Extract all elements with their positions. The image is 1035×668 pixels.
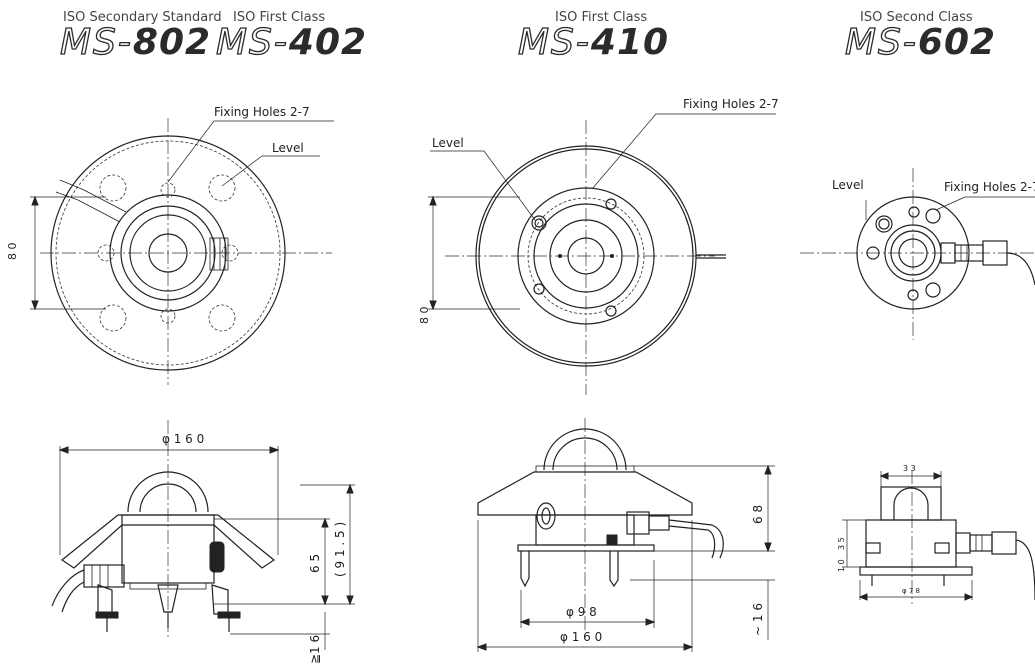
model-ms802: MS-802 <box>59 21 212 63</box>
dim-65: 6 5 <box>308 554 322 573</box>
model-ms602: MS-602 <box>844 21 997 63</box>
ms602-top-view <box>800 168 1035 340</box>
ms602-side-view <box>842 470 1035 604</box>
dim-phi160-1: φ 1 6 0 <box>162 432 204 446</box>
fixing-holes-label-2: Fixing Holes 2-7 <box>683 97 779 111</box>
dim-phi98: φ 9 8 <box>566 605 597 619</box>
class-label-ms402: ISO First Class <box>233 10 326 25</box>
dim-80-2: 8 0 <box>418 307 431 325</box>
dim-35: 3 5 <box>837 537 846 550</box>
dim-phi160-2: φ 1 6 0 <box>560 630 602 644</box>
dim-16-1: ≧1 6 <box>308 635 322 664</box>
dim-10: 1 0 <box>837 559 846 572</box>
ms802-top-view <box>30 118 334 385</box>
model-prefix: MS- <box>844 21 918 63</box>
ms410-top-view <box>428 113 776 395</box>
model-number: 410 <box>590 22 670 63</box>
model-number: 402 <box>288 22 368 63</box>
model-ms402: MS-402 <box>215 21 368 63</box>
model-prefix: MS- <box>517 21 591 63</box>
model-number: 602 <box>917 22 997 63</box>
model-prefix: MS- <box>215 21 289 63</box>
dim-16-2: ~ 1 6 <box>751 603 765 636</box>
class-label-ms802: ISO Secondary Standard <box>63 10 222 25</box>
dim-phi78: φ 7 8 <box>902 587 920 595</box>
level-label-1: Level <box>272 141 304 155</box>
fixing-holes-label-3: Fixing Holes 2-7 <box>944 180 1035 194</box>
ms802-side-view <box>51 420 355 650</box>
dim-915: ( 9 1 . 5 ) <box>333 522 347 577</box>
class-label-ms410: ISO First Class <box>555 10 648 25</box>
dim-80-1: 8 0 <box>6 243 19 261</box>
ms410-side-view <box>476 418 775 652</box>
level-label-3: Level <box>832 178 864 192</box>
dim-33: 3 3 <box>903 464 916 473</box>
class-label-ms602: ISO Second Class <box>860 10 973 25</box>
model-ms410: MS-410 <box>517 21 670 63</box>
fixing-holes-label-1: Fixing Holes 2-7 <box>214 105 310 119</box>
model-prefix: MS- <box>59 21 133 63</box>
dim-68: 6 8 <box>751 505 765 524</box>
level-label-2: Level <box>432 136 464 150</box>
model-number: 802 <box>132 22 212 63</box>
